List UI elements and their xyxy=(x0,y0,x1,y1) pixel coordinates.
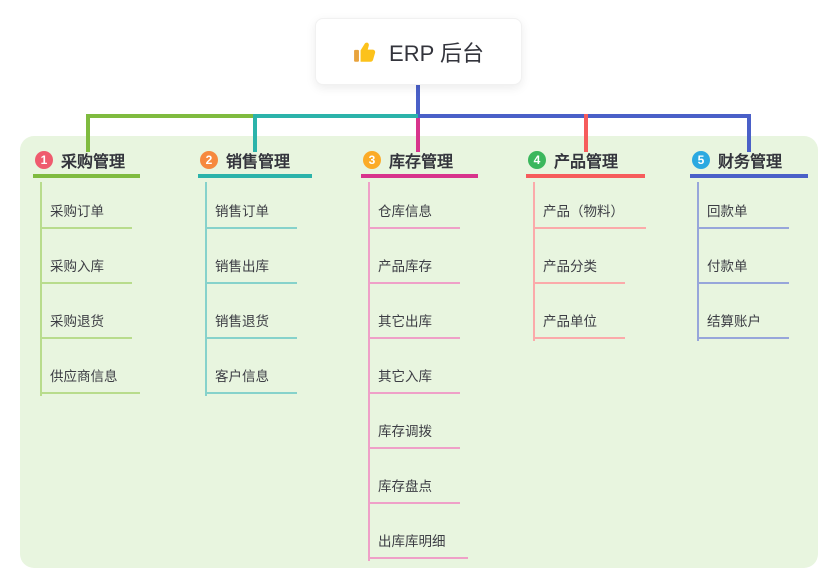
node-sales-outbound[interactable]: 销售出库 xyxy=(205,250,297,284)
node-product-stock[interactable]: 产品库存 xyxy=(368,250,460,284)
drop-line-sales xyxy=(253,114,257,152)
branch-1-title: 采购管理 xyxy=(61,154,126,171)
branch-inventory[interactable]: 3 库存管理 xyxy=(361,146,478,178)
branch-1-spine-line xyxy=(40,182,42,396)
branch-finance[interactable]: 5 财务管理 xyxy=(690,146,808,178)
branch-product[interactable]: 4 产品管理 xyxy=(526,146,645,178)
node-receipt-bill[interactable]: 回款单 xyxy=(697,195,789,229)
branch-3-badge: 3 xyxy=(363,151,381,169)
bus-line-sales xyxy=(255,114,418,118)
node-product-material[interactable]: 产品（物料） xyxy=(533,195,646,229)
branch-2-spine-line xyxy=(205,182,207,396)
branch-2-badge: 2 xyxy=(200,151,218,169)
node-payment-bill[interactable]: 付款单 xyxy=(697,250,789,284)
branch-5-badge: 5 xyxy=(692,151,710,169)
node-sales-return[interactable]: 销售退货 xyxy=(205,305,297,339)
branch-5-spine-line xyxy=(697,182,699,341)
root-title: ERP 后台 xyxy=(389,40,484,66)
branch-4-title: 产品管理 xyxy=(554,154,619,171)
thumbs-up-icon xyxy=(353,39,379,65)
node-stock-count[interactable]: 库存盘点 xyxy=(368,470,460,504)
bus-line-purchase xyxy=(86,114,255,118)
node-purchase-return[interactable]: 采购退货 xyxy=(40,305,132,339)
node-product-unit[interactable]: 产品单位 xyxy=(533,305,625,339)
node-supplier-info[interactable]: 供应商信息 xyxy=(40,360,140,394)
node-purchase-inbound[interactable]: 采购入库 xyxy=(40,250,132,284)
branch-4-badge: 4 xyxy=(528,151,546,169)
node-product-category[interactable]: 产品分类 xyxy=(533,250,625,284)
branches-panel xyxy=(20,136,818,568)
drop-line-product xyxy=(584,114,588,152)
branch-2-title: 销售管理 xyxy=(226,154,291,171)
root-node[interactable]: ERP 后台 xyxy=(315,18,522,85)
node-customer-info[interactable]: 客户信息 xyxy=(205,360,297,394)
node-settlement-account[interactable]: 结算账户 xyxy=(697,305,789,339)
branch-sales[interactable]: 2 销售管理 xyxy=(198,146,312,178)
branch-5-title: 财务管理 xyxy=(718,154,783,171)
root-trunk-line xyxy=(416,84,420,118)
drop-line-purchase xyxy=(86,114,90,152)
branch-3-title: 库存管理 xyxy=(389,154,454,171)
node-warehouse-info[interactable]: 仓库信息 xyxy=(368,195,460,229)
node-purchase-order[interactable]: 采购订单 xyxy=(40,195,132,229)
node-stock-transfer[interactable]: 库存调拨 xyxy=(368,415,460,449)
branch-4-spine-line xyxy=(533,182,535,341)
node-inout-detail[interactable]: 出库库明细 xyxy=(368,525,468,559)
drop-line-inventory xyxy=(416,118,420,152)
node-other-outbound[interactable]: 其它出库 xyxy=(368,305,460,339)
branch-purchase[interactable]: 1 采购管理 xyxy=(33,146,140,178)
node-sales-order[interactable]: 销售订单 xyxy=(205,195,297,229)
drop-line-finance xyxy=(747,114,751,152)
node-other-inbound[interactable]: 其它入库 xyxy=(368,360,460,394)
branch-3-spine-line xyxy=(368,182,370,561)
branch-1-badge: 1 xyxy=(35,151,53,169)
